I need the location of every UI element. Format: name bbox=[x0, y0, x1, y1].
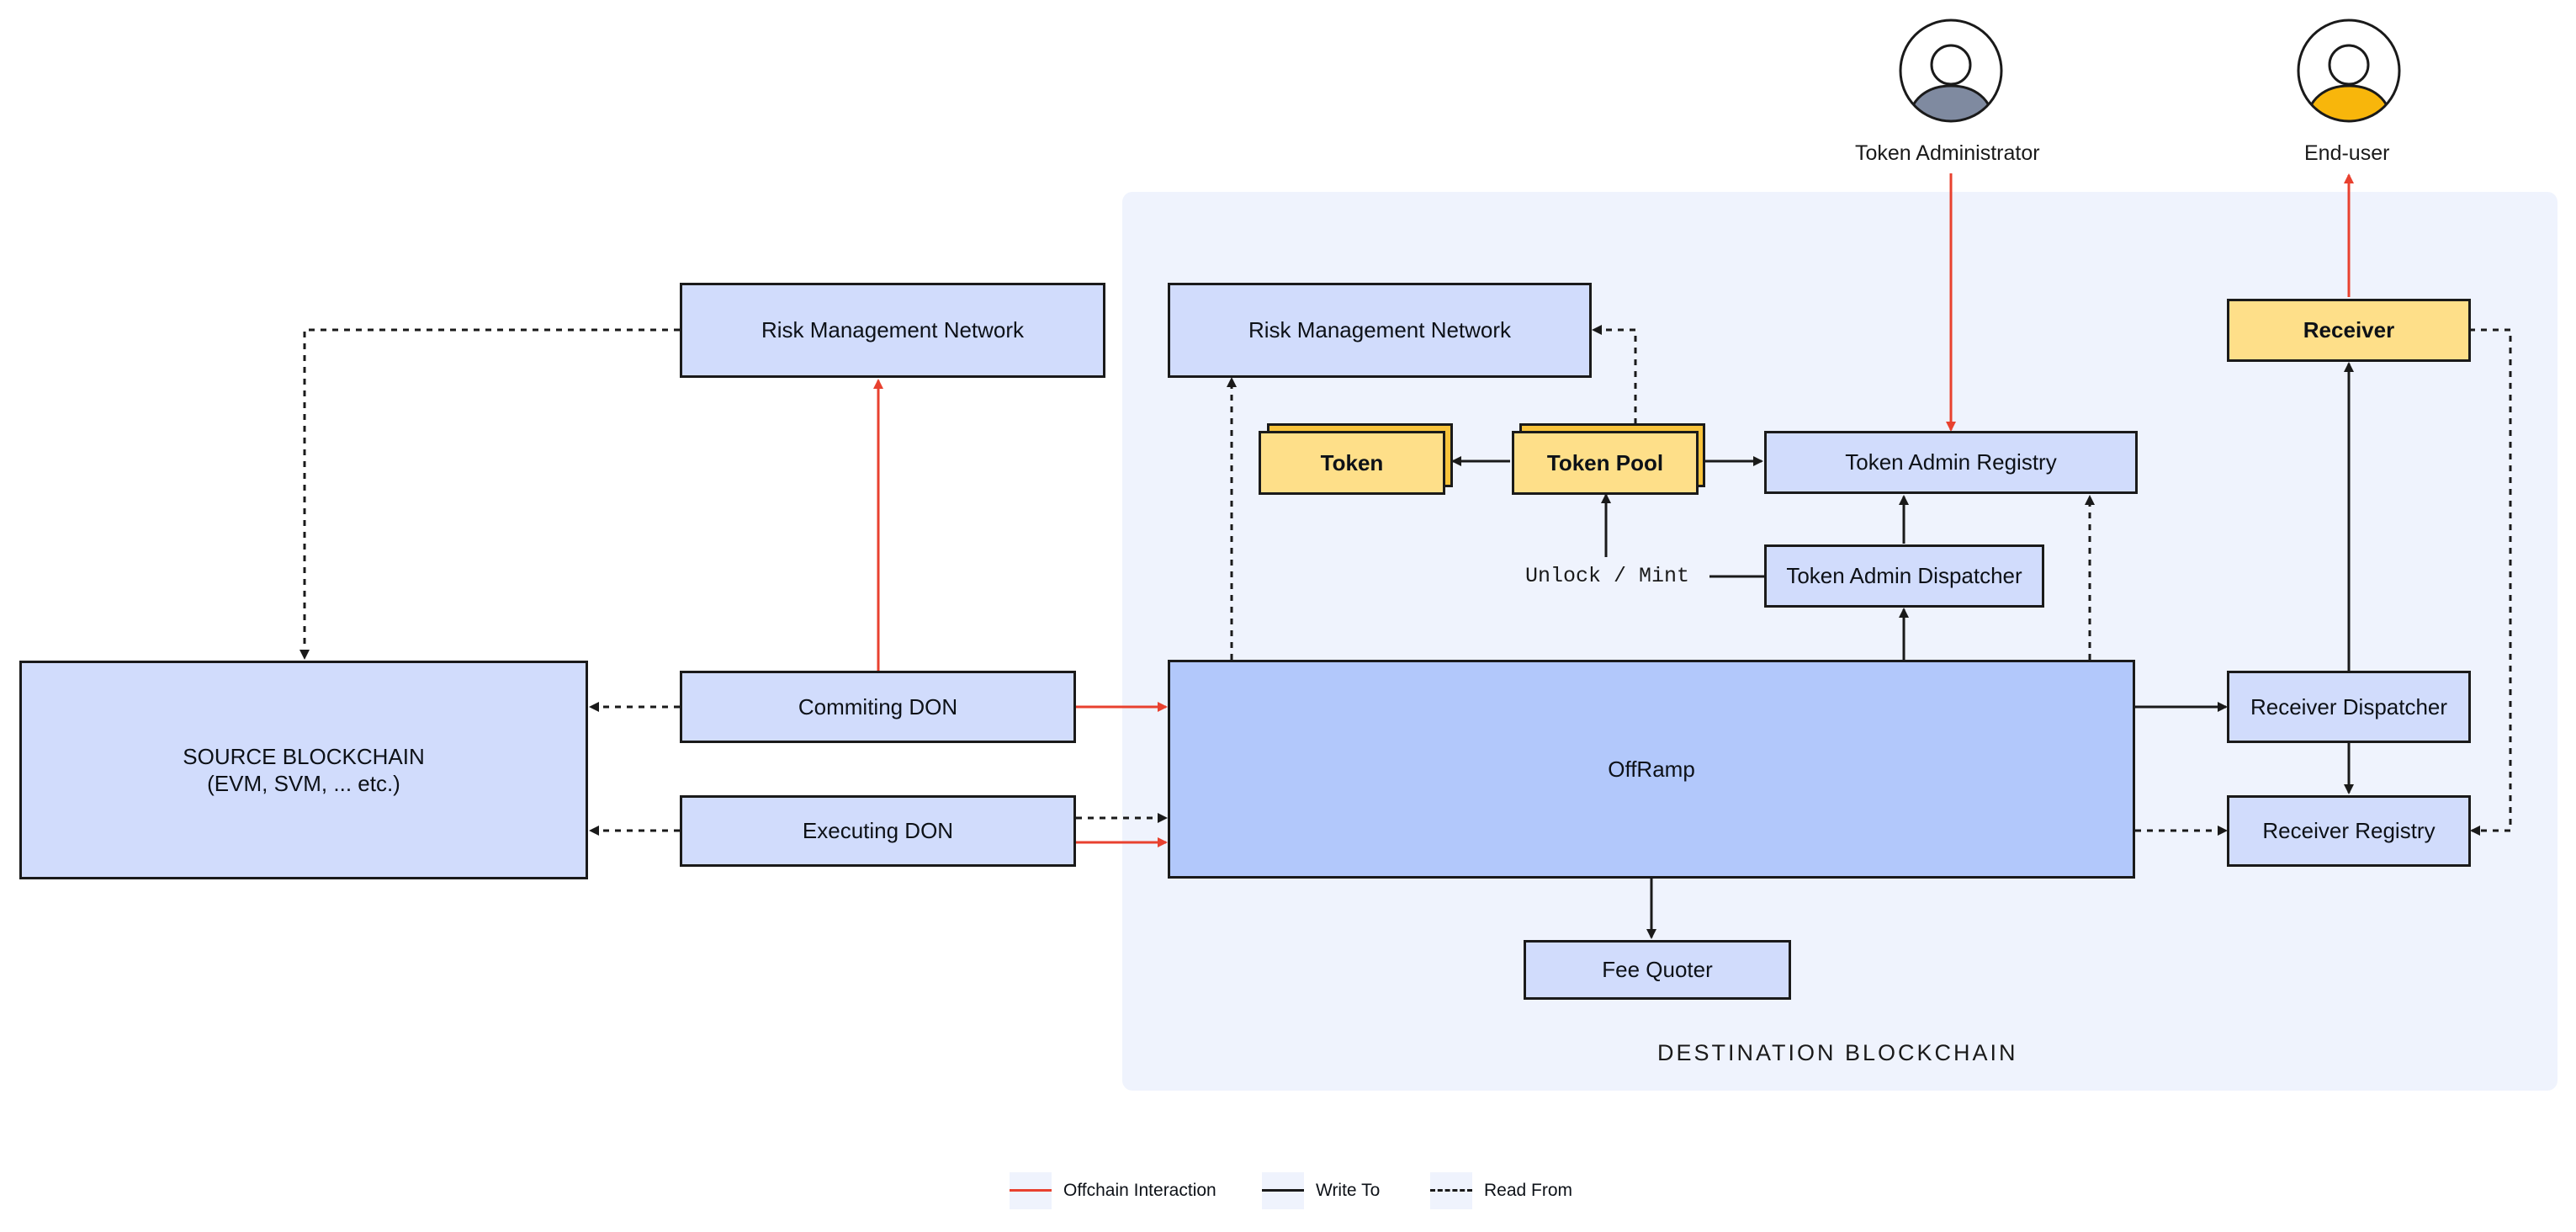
destination-risk-management-network: Risk Management Network bbox=[1168, 283, 1592, 378]
token-admin-registry: Token Admin Registry bbox=[1764, 431, 2138, 494]
end-user-avatar bbox=[2297, 19, 2401, 123]
fee-quoter: Fee Quoter bbox=[1524, 940, 1791, 1000]
legend-read-label: Read From bbox=[1484, 1181, 1573, 1200]
end-user-label: End-user bbox=[2304, 141, 2390, 165]
committing-don: Commiting DON bbox=[680, 671, 1076, 743]
receiver-registry: Receiver Registry bbox=[2227, 795, 2471, 867]
legend-write-swatch bbox=[1262, 1172, 1304, 1209]
legend-offchain: Offchain Interaction bbox=[1010, 1172, 1216, 1209]
token-pool-box: Token Pool bbox=[1512, 431, 1699, 495]
token-administrator-avatar bbox=[1899, 19, 2003, 123]
token-admin-dispatcher: Token Admin Dispatcher bbox=[1764, 544, 2044, 608]
legend-write: Write To bbox=[1262, 1172, 1380, 1209]
arrow-receiver-read-registry bbox=[2469, 328, 2512, 836]
source-risk-management-network: Risk Management Network bbox=[680, 283, 1105, 378]
receiver-dispatcher: Receiver Dispatcher bbox=[2227, 671, 2471, 743]
offramp: OffRamp bbox=[1168, 660, 2135, 879]
token-administrator-label: Token Administrator bbox=[1855, 141, 2040, 165]
arrow-risk-to-source bbox=[299, 328, 680, 660]
executing-don: Executing DON bbox=[680, 795, 1076, 867]
destination-blockchain-title: DESTINATION BLOCKCHAIN bbox=[1657, 1040, 2018, 1065]
legend-read: Read From bbox=[1430, 1172, 1572, 1209]
unlock-mint-label: Unlock / Mint bbox=[1525, 564, 1690, 588]
legend-write-label: Write To bbox=[1316, 1181, 1381, 1200]
receiver-box: Receiver bbox=[2227, 299, 2471, 362]
source-blockchain: SOURCE BLOCKCHAIN (EVM, SVM, ... etc.) bbox=[19, 661, 588, 879]
legend-offchain-swatch bbox=[1010, 1172, 1052, 1209]
legend-offchain-label: Offchain Interaction bbox=[1063, 1181, 1216, 1200]
legend-read-swatch bbox=[1430, 1172, 1472, 1209]
arrow-pool-read-risk bbox=[1592, 325, 1637, 424]
token-box: Token bbox=[1259, 431, 1445, 495]
